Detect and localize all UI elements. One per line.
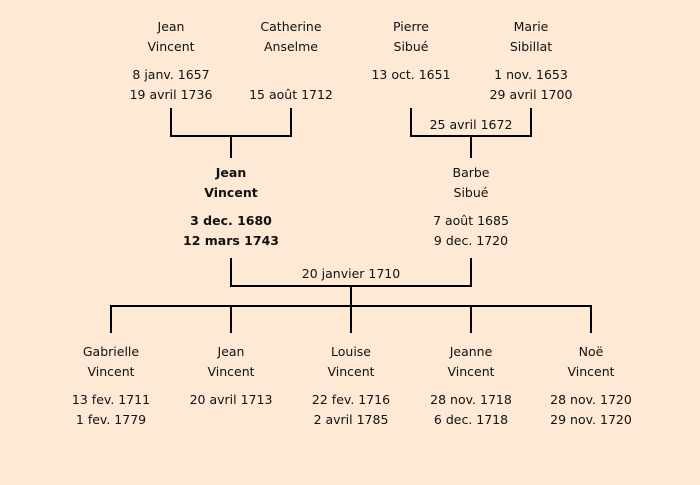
death-date: 9 dec. 1720 (433, 233, 509, 248)
birth-date: 22 fev. 1716 (311, 392, 391, 407)
first-name: Jean (215, 165, 247, 180)
death-date: 6 dec. 1718 (433, 412, 509, 427)
last-name: Sibillat (509, 39, 553, 54)
connector-line (410, 108, 412, 137)
death-date: 29 nov. 1720 (550, 412, 632, 427)
first-name: Jean (157, 19, 185, 34)
person-child: Louise Vincent 22 fev. 1716 2 avril 1785 (281, 342, 421, 430)
first-name: Jean (217, 344, 245, 359)
person-child: Jeanne Vincent 28 nov. 1718 6 dec. 1718 (401, 342, 541, 430)
first-name: Barbe (452, 165, 490, 180)
birth-date: 28 nov. 1720 (550, 392, 632, 407)
first-name: Jeanne (449, 344, 493, 359)
first-name: Catherine (260, 19, 322, 34)
death-date: 12 mars 1743 (183, 233, 279, 248)
first-name: Pierre (393, 19, 429, 34)
person-jean-vincent-father: Jean Vincent 3 dec. 1680 12 mars 1743 (161, 163, 301, 251)
last-name: Vincent (207, 364, 255, 379)
connector-line (290, 108, 292, 137)
birth-date: 1 nov. 1653 (494, 67, 568, 82)
death-date: 29 avril 1700 (489, 87, 573, 102)
connector-line (470, 258, 472, 287)
person-marie-sibillat: Marie Sibillat 1 nov. 1653 29 avril 1700 (461, 17, 601, 105)
last-name: Sibué (453, 185, 489, 200)
death-date (341, 85, 481, 105)
birth-date (221, 65, 361, 85)
person-pierre-sibue: Pierre Sibué 13 oct. 1651 (341, 17, 481, 105)
death-date (161, 410, 301, 430)
connector-line (230, 135, 232, 158)
last-name: Vincent (147, 39, 195, 54)
death-date: 15 août 1712 (249, 87, 333, 102)
birth-date: 13 oct. 1651 (371, 67, 451, 82)
last-name: Vincent (204, 185, 258, 200)
birth-date: 3 dec. 1680 (190, 213, 272, 228)
connector-line (530, 108, 532, 137)
person-catherine-anselme: Catherine Anselme 15 août 1712 (221, 17, 361, 105)
death-date: 2 avril 1785 (313, 412, 389, 427)
connector-line (590, 305, 592, 333)
first-name: Louise (331, 344, 371, 359)
person-child: Gabrielle Vincent 13 fev. 1711 1 fev. 17… (41, 342, 181, 430)
connector-line (350, 285, 352, 306)
connector-line (230, 305, 232, 333)
person-barbe-sibue: Barbe Sibué 7 août 1685 9 dec. 1720 (401, 163, 541, 251)
marriage-date: 20 janvier 1710 (296, 266, 406, 282)
birth-date: 13 fev. 1711 (71, 392, 151, 407)
connector-line (110, 305, 112, 333)
person-child: Jean Vincent 20 avril 1713 (161, 342, 301, 430)
connector-line (170, 108, 172, 137)
last-name: Vincent (447, 364, 495, 379)
last-name: Vincent (567, 364, 615, 379)
birth-date: 7 août 1685 (433, 213, 509, 228)
last-name: Sibué (393, 39, 429, 54)
last-name: Vincent (87, 364, 135, 379)
death-date: 19 avril 1736 (129, 87, 213, 102)
connector-line (470, 135, 472, 158)
connector-line (470, 305, 472, 333)
last-name: Vincent (327, 364, 375, 379)
birth-date: 28 nov. 1718 (430, 392, 512, 407)
birth-date: 8 janv. 1657 (132, 67, 210, 82)
first-name: Noë (578, 344, 604, 359)
person-child: Noë Vincent 28 nov. 1720 29 nov. 1720 (521, 342, 661, 430)
last-name: Anselme (263, 39, 319, 54)
death-date: 1 fev. 1779 (75, 412, 147, 427)
birth-date: 20 avril 1713 (189, 392, 273, 407)
connector-line (230, 258, 232, 287)
person-jean-vincent-grandfather: Jean Vincent 8 janv. 1657 19 avril 1736 (101, 17, 241, 105)
marriage-date: 25 avril 1672 (421, 117, 521, 133)
first-name: Marie (513, 19, 549, 34)
connector-line (350, 305, 352, 333)
first-name: Gabrielle (82, 344, 140, 359)
